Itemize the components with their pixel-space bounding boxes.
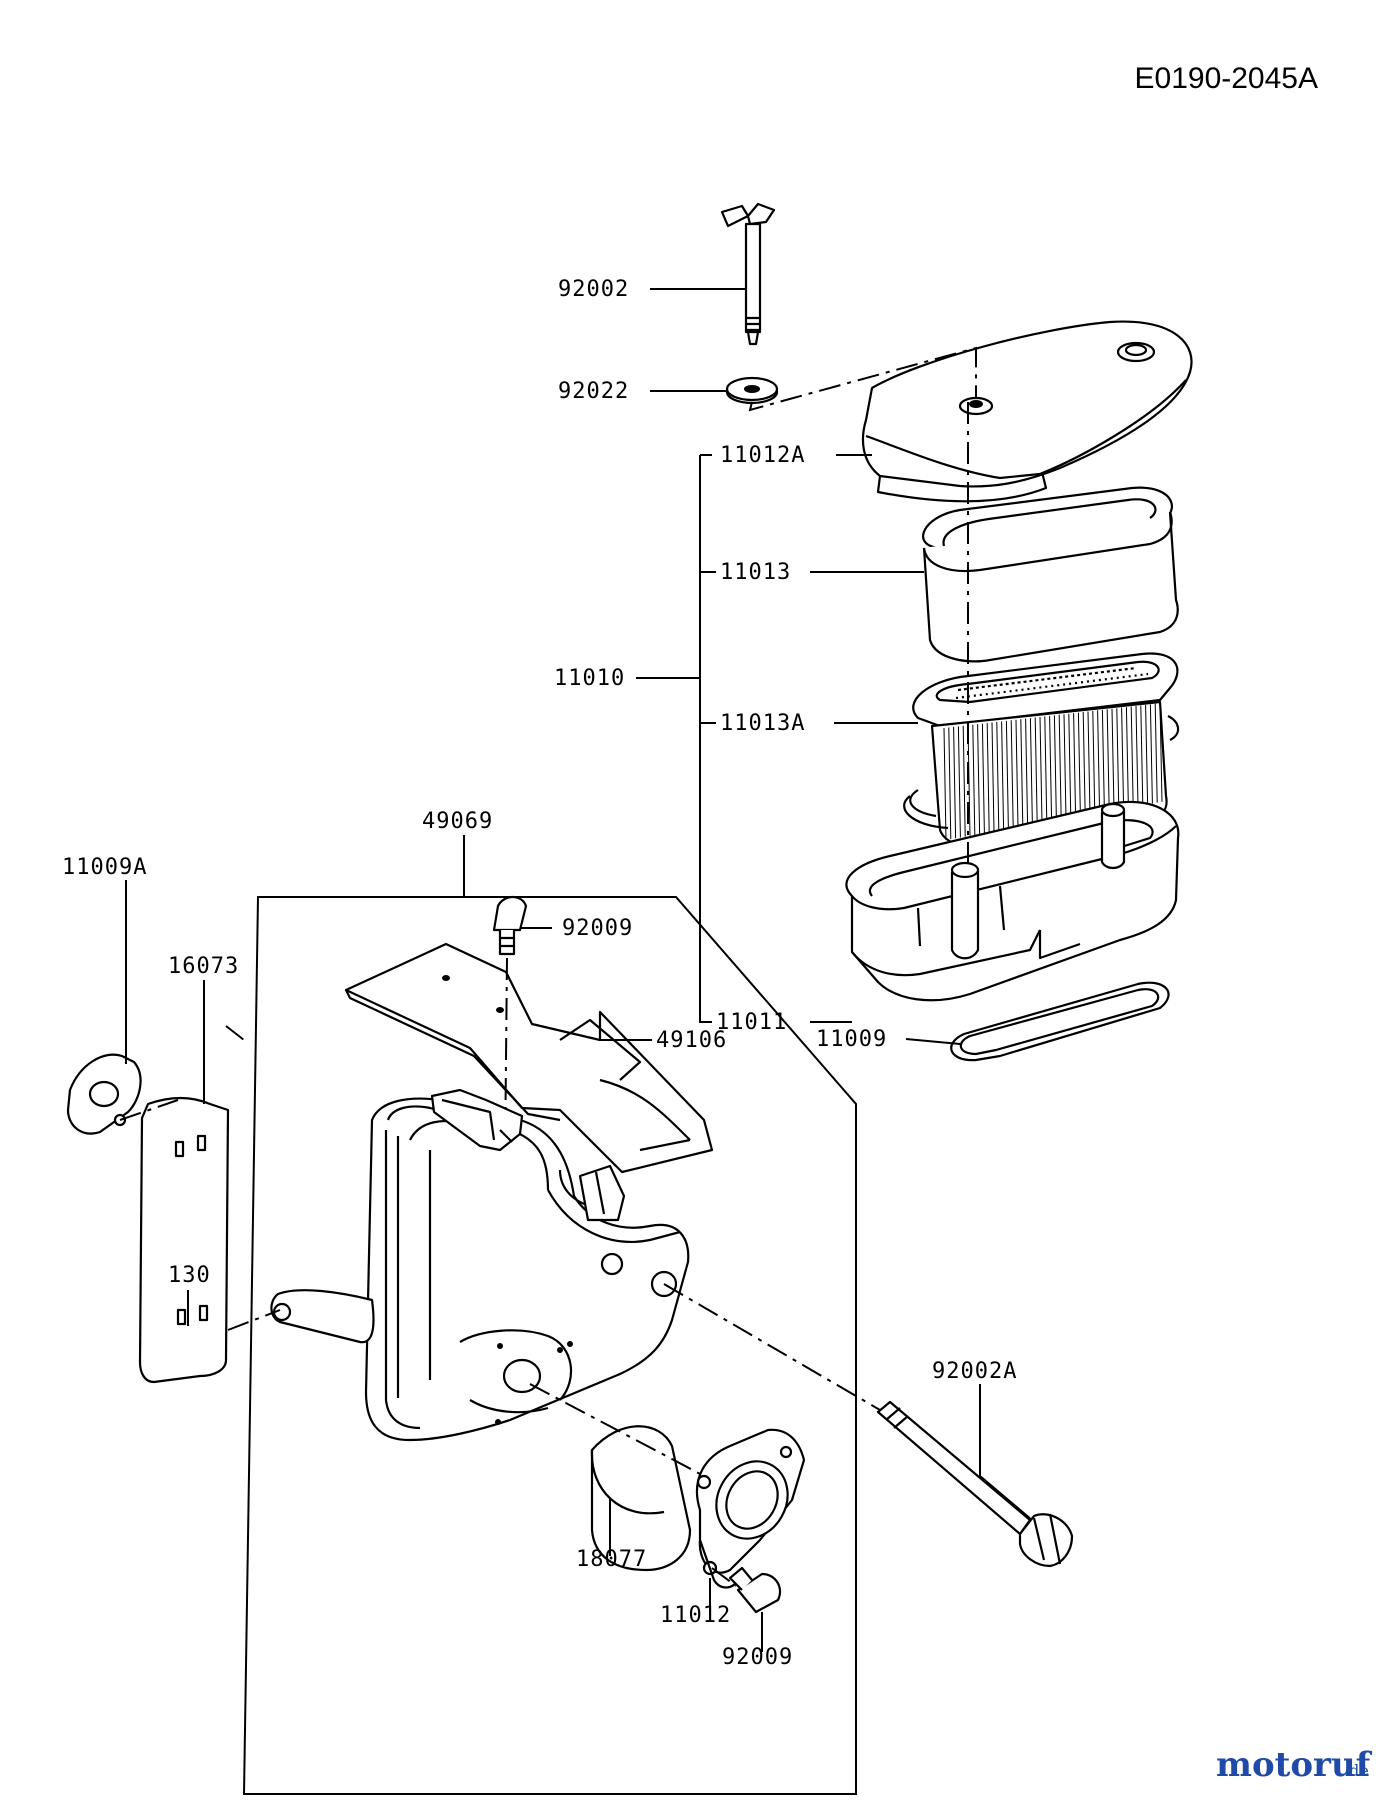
label-11009A: 11009A — [62, 855, 147, 880]
pleat-line — [957, 726, 961, 838]
bolt-92002A-drawing — [876, 1400, 1074, 1568]
label-92002A: 92002A — [932, 1359, 1017, 1384]
pleat-line — [1101, 709, 1105, 812]
screw-top-drawing — [492, 895, 528, 956]
pleat-line — [1135, 705, 1139, 807]
pleat-line — [1092, 710, 1096, 814]
pleat-line — [1125, 707, 1129, 808]
pleat-line — [1025, 718, 1029, 826]
muffler-cover-plate-drawing — [344, 942, 714, 1174]
wing-bolt-drawing — [720, 202, 776, 346]
diagram-code: E0190-2045A — [1135, 62, 1319, 95]
pleat-line — [1159, 703, 1163, 802]
pleat-line — [1073, 713, 1077, 818]
label-92002: 92002 — [558, 277, 629, 302]
muffler-body-drawing — [270, 1088, 690, 1442]
pleat-line — [1053, 715, 1057, 821]
pleat-line — [1001, 721, 1005, 830]
plate-16073-drawing — [138, 1096, 230, 1384]
pleat-line — [953, 726, 957, 839]
watermark-brand: motoruf — [1216, 1745, 1373, 1785]
label-49106: 49106 — [656, 1028, 727, 1053]
label-11012: 11012 — [660, 1603, 731, 1628]
pleat-line — [991, 722, 995, 832]
pleat-line — [1116, 708, 1120, 810]
pleat-line — [1111, 708, 1115, 811]
pleat-line — [977, 724, 981, 835]
pleat-line — [962, 725, 966, 837]
label-11013: 11013 — [720, 560, 791, 585]
label-18077: 18077 — [576, 1547, 647, 1572]
pleat-line — [1140, 705, 1144, 806]
pleat-line — [1015, 719, 1019, 828]
screw-bottom-drawing — [728, 1566, 782, 1614]
pleat-line — [948, 727, 952, 840]
pleat-line — [1087, 711, 1091, 815]
pleat-line — [1005, 720, 1009, 829]
label-92009-bottom: 92009 — [722, 1645, 793, 1670]
muffler-group-outline — [242, 896, 857, 1795]
pleat-line — [1082, 712, 1086, 816]
label-130: 130 — [168, 1263, 211, 1288]
pleat-line — [1121, 707, 1125, 809]
pleat-line — [1077, 712, 1081, 817]
label-11009: 11009 — [816, 1027, 887, 1052]
pleat-line — [1068, 713, 1072, 818]
label-92009-top: 92009 — [562, 916, 633, 941]
label-11013A: 11013A — [720, 711, 805, 736]
label-11011: 11011 — [716, 1010, 787, 1035]
pleat-line — [1010, 720, 1014, 829]
pleat-line — [1039, 716, 1043, 824]
pleat-line — [1145, 704, 1149, 805]
gasket-11009A-drawing — [66, 1053, 142, 1135]
pleat-line — [1020, 719, 1024, 827]
label-11012A: 11012A — [720, 443, 805, 468]
label-49069: 49069 — [422, 809, 493, 834]
pleat-line — [1058, 714, 1062, 820]
pleat-line — [996, 721, 1000, 831]
watermark-logo: motoruf .de — [1216, 1745, 1373, 1785]
washer-drawing — [725, 376, 779, 405]
pleat-line — [1130, 706, 1134, 807]
pleat-line — [972, 724, 976, 835]
label-92022: 92022 — [558, 379, 629, 404]
watermark-tld: .de — [1344, 1761, 1369, 1780]
air-cleaner-base-drawing — [845, 800, 1180, 1002]
outlet-flange-drawing — [695, 1428, 806, 1589]
pleat-line — [981, 723, 985, 834]
label-16073: 16073 — [168, 954, 239, 979]
pleat-line — [1049, 715, 1053, 822]
pleat-line — [1034, 717, 1038, 824]
pleat-line — [1097, 710, 1101, 813]
pleat-line — [1154, 703, 1158, 803]
air-cleaner-cover-drawing — [861, 320, 1193, 503]
pre-cleaner-drawing — [922, 486, 1179, 663]
pleat-line — [1149, 704, 1153, 804]
pleat-line — [1063, 714, 1067, 819]
pleat-line — [1106, 709, 1110, 812]
pleat-line — [1029, 718, 1033, 825]
pleat-line — [986, 723, 990, 833]
pleat-line — [1044, 716, 1048, 823]
base-gasket-drawing — [950, 981, 1170, 1062]
pleat-line — [943, 727, 947, 841]
label-11010: 11010 — [554, 666, 625, 691]
